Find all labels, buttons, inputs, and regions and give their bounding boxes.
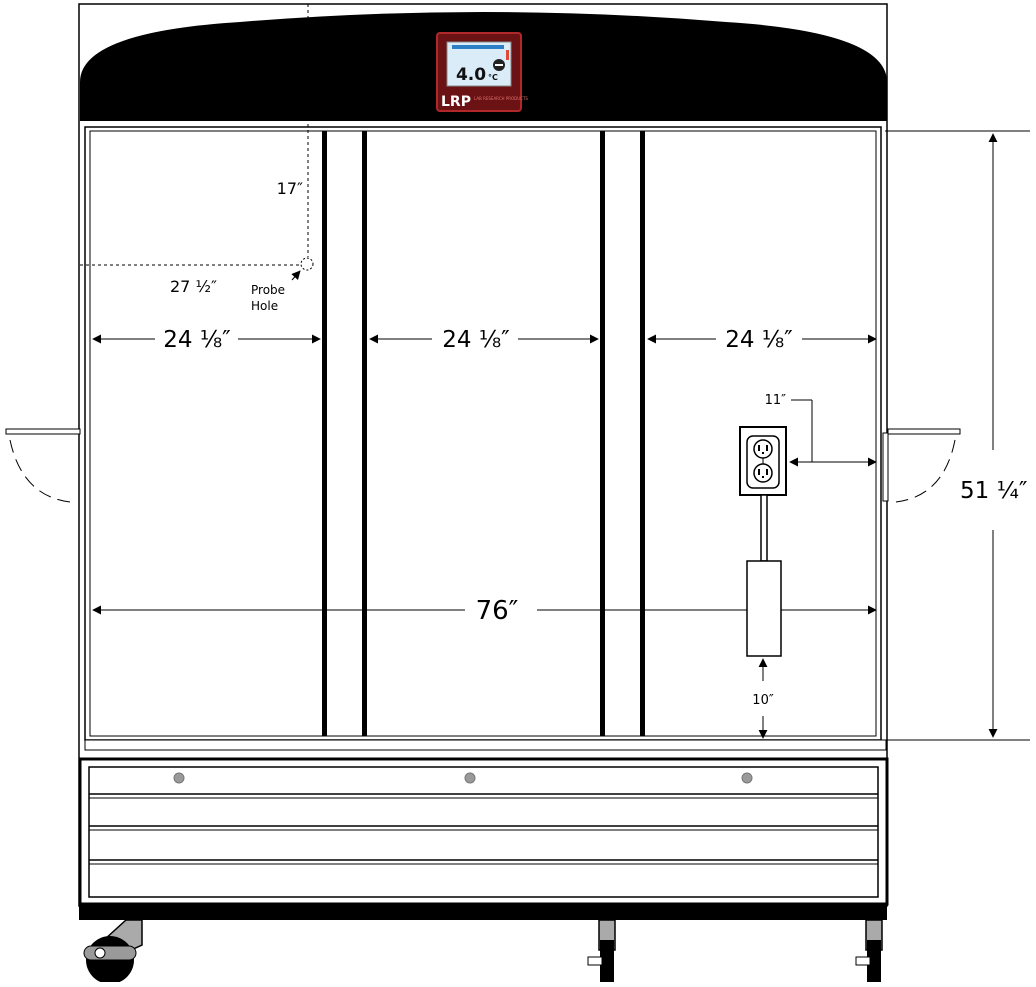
probe-hole-icon [300, 257, 314, 271]
outlet-offset-dim [789, 399, 877, 467]
caster-left [83, 919, 143, 984]
door-swing-right [882, 428, 961, 503]
probe-label-line1: Probe [251, 283, 285, 297]
power-conduit [760, 494, 768, 562]
mullion-left-a [322, 131, 327, 736]
outlet-socket-icon [753, 463, 773, 483]
probe-horizontal-label: 27 ½″ [170, 277, 217, 296]
caster-right [855, 919, 883, 982]
drawer-lock-icon [173, 772, 185, 784]
interior-height-label: 51 ¼″ [960, 478, 1028, 504]
temperature-controller: 4.0 °C LRP LAB RESEARCH PRODUCTS [436, 32, 528, 112]
probe-hole-guides [80, 4, 314, 281]
caster-middle [587, 919, 616, 982]
brand-mark: LRP [441, 94, 471, 110]
caster-axle-icon [94, 947, 106, 959]
total-width-label: 76″ [476, 596, 519, 626]
electrical-outlet [739, 426, 787, 496]
door-left-width-label: 24 ⅛″ [163, 327, 231, 353]
mullion-right-b [640, 131, 645, 736]
base-plinth [79, 906, 887, 920]
outlet-socket-icon [753, 439, 773, 459]
mullion-left-b [362, 131, 367, 736]
base-panel [88, 766, 879, 898]
drawer-lock-icon [741, 772, 753, 784]
door-center-width-label: 24 ⅛″ [442, 327, 510, 353]
outlet-offset-label: 11″ [765, 393, 787, 408]
door-swing-left [5, 428, 81, 503]
mullion-right-a [600, 131, 605, 736]
probe-vertical-label: 17″ [277, 179, 303, 198]
door-right-width-label: 24 ⅛″ [725, 327, 793, 353]
temperature-readout: 4.0 [456, 65, 486, 85]
temperature-unit: °C [488, 73, 498, 82]
door-sill [84, 739, 887, 751]
drawer-lock-icon [464, 772, 476, 784]
interior-height-dim [885, 130, 1030, 741]
probe-label-line2: Hole [251, 299, 278, 313]
power-box [746, 560, 782, 657]
outlet-height-label: 10″ [752, 693, 774, 708]
brand-name: LAB RESEARCH PRODUCTS [474, 96, 528, 101]
